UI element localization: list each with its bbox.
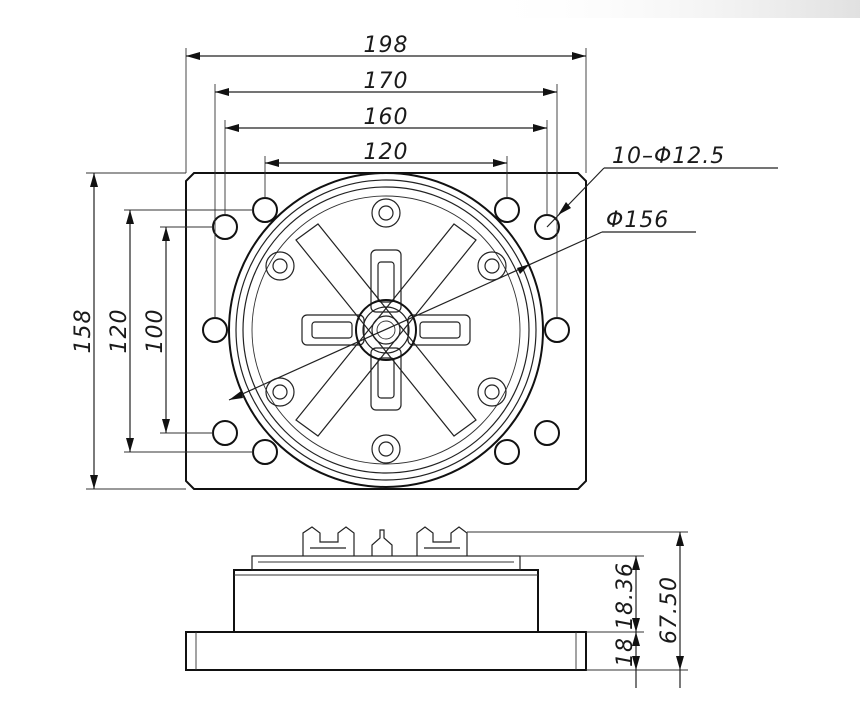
x-cross — [295, 223, 477, 437]
label-diameter: Φ156 — [606, 208, 669, 233]
side-top-plate — [251, 555, 521, 571]
ring-2 — [235, 179, 537, 481]
ring-4 — [251, 195, 521, 465]
center-boss-inner — [362, 306, 410, 354]
side-arrows — [632, 532, 684, 670]
dim-18-36: 18.36 — [613, 562, 638, 630]
extension-lines-left — [86, 172, 253, 490]
base-plate-outline — [185, 172, 587, 490]
dim-198: 198 — [364, 33, 409, 58]
center-bore — [371, 315, 401, 345]
horizontal-arrows — [186, 52, 586, 167]
side-body — [233, 569, 539, 633]
center-bore-inner — [376, 320, 396, 340]
background-shade — [480, 0, 860, 18]
side-base-plate — [185, 631, 587, 671]
outer-ring — [228, 172, 544, 488]
dim-158: 158 — [71, 309, 96, 354]
ring-3 — [242, 186, 530, 474]
center-boss — [355, 299, 417, 361]
dim-160: 160 — [364, 105, 409, 130]
leader-holes — [546, 167, 778, 228]
label-holes: 10–Φ12.5 — [612, 144, 725, 169]
extension-lines-top — [185, 48, 587, 318]
dim-120: 120 — [364, 140, 409, 165]
horizontal-dimension-lines — [186, 55, 586, 164]
side-extension-lines — [467, 531, 688, 671]
dim-170: 170 — [364, 69, 409, 94]
vertical-arrows — [90, 173, 170, 489]
top-view: 198 170 160 120 158 120 100 — [71, 33, 778, 490]
dim-18: 18 — [613, 637, 638, 667]
center-arms — [301, 249, 471, 411]
vertical-dimension-lines — [93, 173, 167, 489]
dim-100: 100 — [143, 309, 168, 354]
leader-diameter — [228, 231, 696, 401]
dim-120-vertical: 120 — [107, 309, 132, 354]
side-fixtures — [302, 526, 468, 556]
ring-fixtures — [265, 198, 507, 464]
dim-67-50: 67.50 — [657, 576, 682, 644]
side-view: 18.36 18 67.50 — [185, 526, 688, 688]
